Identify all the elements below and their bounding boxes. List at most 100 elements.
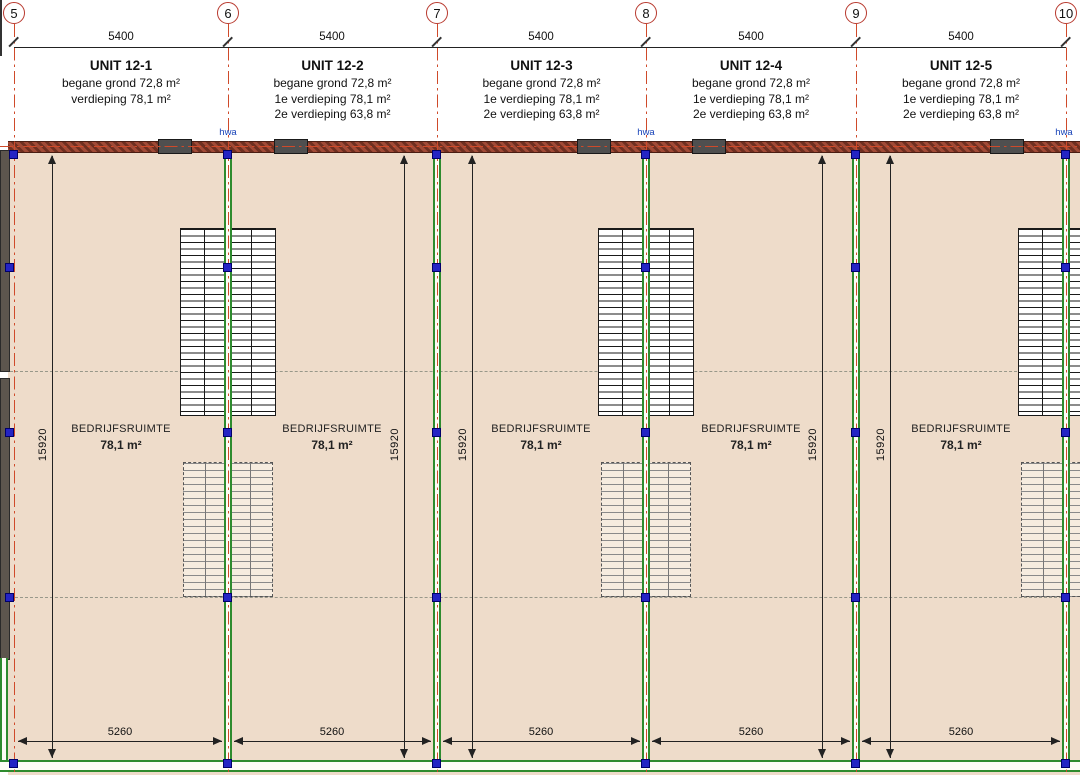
dimension-arrow-left xyxy=(234,737,243,745)
staircase-upper xyxy=(1018,228,1080,416)
dimension-arrow-right xyxy=(631,737,640,745)
unit-area-line: 2e verdieping 63,8 m² xyxy=(692,107,810,121)
column-marker xyxy=(223,428,232,437)
dimension-arrow-right xyxy=(213,737,222,745)
unit-title: UNIT 12-5 xyxy=(929,58,993,73)
dimension-arrow-up xyxy=(48,155,56,164)
column-marker xyxy=(851,759,860,768)
column-marker xyxy=(851,428,860,437)
width-dimension-label: 5260 xyxy=(738,726,764,738)
unit-title: UNIT 12-1 xyxy=(89,58,153,73)
unit-area-line: begane grond 72,8 m² xyxy=(482,76,601,90)
left-wall-green-segment xyxy=(0,658,8,772)
grid-spacing-label: 5400 xyxy=(528,31,554,43)
hwa-label: hwa xyxy=(637,127,655,138)
bottom-wall xyxy=(0,760,1080,772)
unit-area-line: 1e verdieping 78,1 m² xyxy=(692,91,810,106)
dimension-arrow-left xyxy=(18,737,27,745)
grid-spacing-label: 5400 xyxy=(319,31,345,43)
column-marker xyxy=(851,263,860,272)
floor-dashed-line xyxy=(10,371,1062,372)
horizontal-dimension-line xyxy=(234,741,431,742)
column-marker xyxy=(641,263,650,272)
room-name: BEDRIJFSRUIMTE xyxy=(701,423,801,435)
column-marker xyxy=(432,593,441,602)
unit-header-12-4: UNIT 12-4 begane grond 72,8 m² 1e verdie… xyxy=(650,58,852,123)
unit-area-line: 2e verdieping 63,8 m² xyxy=(483,107,600,121)
dimension-arrow-right xyxy=(422,737,431,745)
unit-title: UNIT 12-2 xyxy=(301,58,364,73)
grid-centerline xyxy=(437,24,438,775)
horizontal-dimension-line xyxy=(862,741,1060,742)
dimension-arrow-down xyxy=(400,749,408,758)
dimension-arrow-down xyxy=(886,749,894,758)
vertical-dimension-line xyxy=(52,156,53,758)
grid-centerline xyxy=(856,24,857,775)
column-marker xyxy=(1061,263,1070,272)
dimension-arrow-right xyxy=(841,737,850,745)
column-marker xyxy=(851,593,860,602)
room-area: 78,1 m² xyxy=(520,438,562,452)
room-label-unit1: BEDRIJFSRUIMTE 78,1 m² xyxy=(41,423,201,452)
width-dimension-label: 5260 xyxy=(319,726,345,738)
unit-area-line: 1e verdieping 78,1 m² xyxy=(902,91,1020,106)
grid-bubble-7: 7 xyxy=(426,2,448,24)
column-marker xyxy=(641,428,650,437)
dimension-arrow-up xyxy=(400,155,408,164)
left-wall-segment xyxy=(0,378,10,660)
unit-header-12-5: UNIT 12-5 begane grond 72,8 m² 1e verdie… xyxy=(860,58,1062,123)
grid-bubble-10: 10 xyxy=(1055,2,1077,24)
dimension-arrow-up xyxy=(818,155,826,164)
unit-title: UNIT 12-4 xyxy=(719,58,783,73)
room-label-unit2: BEDRIJFSRUIMTE 78,1 m² xyxy=(252,423,412,452)
room-label-unit3: BEDRIJFSRUIMTE 78,1 m² xyxy=(461,423,621,452)
dimension-arrow-left xyxy=(652,737,661,745)
column-marker xyxy=(223,150,232,159)
column-marker xyxy=(9,150,18,159)
grid-centerline xyxy=(646,24,647,775)
unit-area-line: 2e verdieping 63,8 m² xyxy=(902,107,1020,121)
height-dimension-label: 15920 xyxy=(457,428,469,462)
column-marker xyxy=(851,150,860,159)
column-marker xyxy=(9,759,18,768)
unit-area-line: 1e verdieping 78,1 m² xyxy=(483,91,600,106)
column-marker xyxy=(5,593,14,602)
column-marker xyxy=(641,150,650,159)
grid-bubble-5: 5 xyxy=(3,2,25,24)
column-marker xyxy=(432,150,441,159)
height-dimension-label: 15920 xyxy=(807,428,819,462)
room-label-unit4: BEDRIJFSRUIMTE 78,1 m² xyxy=(671,423,831,452)
dimension-arrow-down xyxy=(818,749,826,758)
grid-spacing-label: 5400 xyxy=(108,31,134,43)
room-area: 78,1 m² xyxy=(730,438,772,452)
vertical-dimension-line xyxy=(822,156,823,758)
width-dimension-label: 5260 xyxy=(948,726,974,738)
vertical-dimension-line xyxy=(404,156,405,758)
grid-bubble-9: 9 xyxy=(845,2,867,24)
dimension-arrow-up xyxy=(886,155,894,164)
height-dimension-label: 15920 xyxy=(389,428,401,462)
horizontal-dimension-line xyxy=(443,741,640,742)
column-marker xyxy=(432,759,441,768)
spacing-dimension-line xyxy=(14,47,1066,48)
floor-area xyxy=(8,153,1080,775)
hwa-label: hwa xyxy=(1055,127,1073,138)
height-dimension-label: 15920 xyxy=(37,428,49,462)
column-marker xyxy=(1061,428,1070,437)
unit-area-line: begane grond 72,8 m² xyxy=(691,76,811,90)
unit-header-12-3: UNIT 12-3 begane grond 72,8 m² 1e verdie… xyxy=(441,58,642,123)
unit-area-line: 1e verdieping 78,1 m² xyxy=(274,91,391,106)
horizontal-dimension-line xyxy=(652,741,850,742)
room-area: 78,1 m² xyxy=(311,438,353,452)
unit-area-line: begane grond 72,8 m² xyxy=(273,76,392,90)
hwa-label: hwa xyxy=(219,127,237,138)
width-dimension-label: 5260 xyxy=(107,726,133,738)
dimension-arrow-left xyxy=(862,737,871,745)
unit-header-12-1: UNIT 12-1 begane grond 72,8 m² verdiepin… xyxy=(18,58,224,107)
grid-spacing-label: 5400 xyxy=(948,31,974,43)
vertical-dimension-line xyxy=(472,156,473,758)
staircase-lower xyxy=(1021,462,1080,597)
dimension-arrow-down xyxy=(468,749,476,758)
room-name: BEDRIJFSRUIMTE xyxy=(71,423,171,435)
